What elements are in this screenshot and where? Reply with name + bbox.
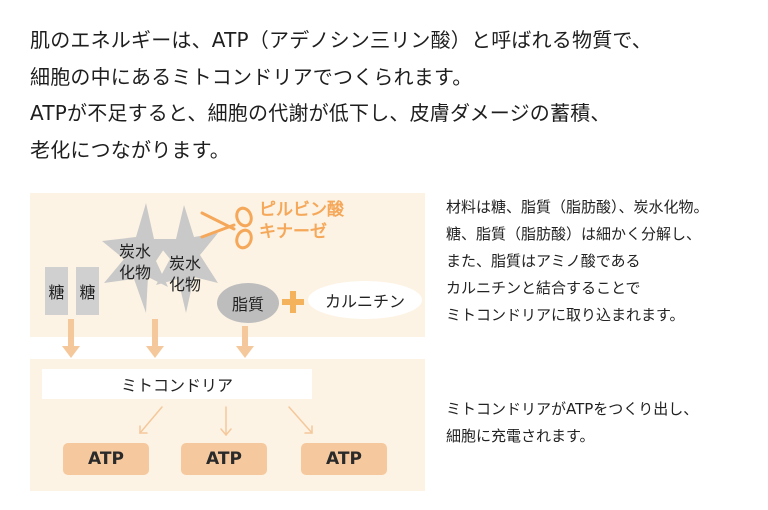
carbohydrate-star: 炭水 化物 (150, 203, 220, 313)
mitochondria-box: ミトコンドリア (42, 369, 312, 399)
intro-line: 細胞の中にあるミトコンドリアでつくられます。 (30, 64, 473, 89)
side-line: 糖、脂質（脂肪酸）は細かく分解し、 (446, 225, 702, 243)
thin-arrow-icon (139, 406, 163, 434)
sugar-box: 糖 (45, 267, 68, 315)
plus-icon (282, 291, 304, 313)
atp-box: ATP (63, 443, 149, 475)
side-description-atp: ミトコンドリアがATPをつくり出し、 細胞に充電されます。 (446, 396, 698, 450)
flow-arrows (62, 319, 313, 437)
thin-arrow-icon (220, 406, 232, 437)
enzyme-label: ピルビン酸 キナーゼ (259, 200, 344, 242)
side-line: また、脂質はアミノ酸である (446, 252, 641, 270)
intro-line: 老化につながります。 (30, 137, 230, 162)
side-description: 材料は糖、脂質（脂肪酸）、炭水化物。 糖、脂質（脂肪酸）は細かく分解し、 また、… (446, 194, 709, 329)
atp-box: ATP (181, 443, 267, 475)
atp-box: ATP (301, 443, 387, 475)
down-arrow-icon (236, 326, 254, 358)
side-line: カルニチンと結合することで (446, 279, 641, 297)
intro-text: 肌のエネルギーは、ATP（アデノシン三リン酸）と呼ばれる物質で、 細胞の中にある… (30, 22, 750, 168)
carnitine-ellipse: カルニチン (308, 281, 422, 319)
side-line: 細胞に充電されます。 (446, 427, 595, 445)
carbohydrate-star: 炭水 化物 (102, 203, 168, 313)
atp-diagram: 糖 糖 炭水 化物 炭水 化物 ピルビン酸 キナーゼ 脂質 カルニチン (30, 193, 425, 491)
scissors-icon (200, 206, 253, 250)
thin-arrow-icon (288, 406, 313, 434)
side-line: 材料は糖、脂質（脂肪酸）、炭水化物。 (446, 198, 709, 216)
fat-ellipse: 脂質 (217, 283, 279, 323)
star-shape (154, 205, 218, 313)
down-arrow-icon (62, 319, 80, 358)
star-shape (102, 203, 168, 313)
carbohydrate-label: 炭水 化物 (118, 242, 151, 282)
down-arrow-icon (146, 319, 164, 358)
carbohydrate-label: 炭水 化物 (168, 254, 201, 294)
sugar-box: 糖 (76, 267, 99, 315)
side-line: ミトコンドリアがATPをつくり出し、 (446, 400, 699, 418)
side-line: ミトコンドリアに取り込まれます。 (446, 306, 685, 324)
intro-line: 肌のエネルギーは、ATP（アデノシン三リン酸）と呼ばれる物質で、 (30, 28, 653, 52)
intro-line: ATPが不足すると、細胞の代謝が低下し、皮膚ダメージの蓄積、 (30, 101, 611, 125)
